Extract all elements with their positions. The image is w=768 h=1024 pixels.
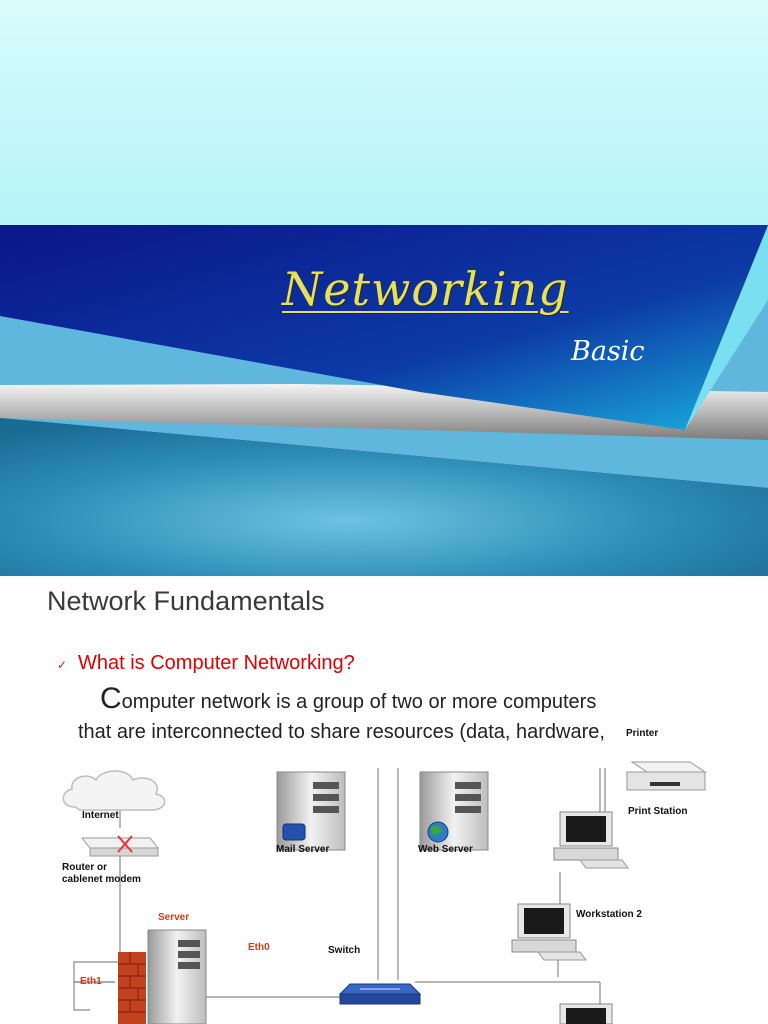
server-label: Server bbox=[158, 912, 190, 923]
slide-subtitle: Basic bbox=[571, 336, 645, 367]
eth1-label: Eth1 bbox=[80, 976, 102, 987]
print-station-computer-icon bbox=[553, 811, 629, 869]
slide-heading: Network Fundamentals bbox=[47, 586, 325, 616]
checkmark-icon: ✓ bbox=[57, 658, 68, 672]
workstation-2-label: Workstation 2 bbox=[576, 909, 642, 920]
workstation-2-computer-icon bbox=[511, 903, 587, 961]
title-slide: Networking Basic bbox=[0, 0, 768, 576]
content-slide: Network Fundamentals ✓ What is Computer … bbox=[0, 576, 768, 1024]
workstation-3-computer-icon bbox=[559, 1003, 613, 1024]
slide-background bbox=[0, 0, 768, 576]
printer-label: Printer bbox=[626, 728, 659, 739]
web-server-icon bbox=[419, 771, 489, 851]
mail-server-icon bbox=[276, 771, 346, 851]
paragraph-line-2: that are interconnected to share resourc… bbox=[78, 721, 605, 743]
mail-server-label: Mail Server bbox=[276, 844, 330, 855]
definition-paragraph: Computer network is a group of two or mo… bbox=[78, 684, 738, 747]
switch-label: Switch bbox=[328, 945, 361, 956]
paragraph-line-1: omputer network is a group of two or mor… bbox=[121, 691, 597, 713]
network-diagram: Internet Router or cablenet modem Server… bbox=[0, 728, 768, 1024]
slide-title: Networking bbox=[282, 262, 569, 316]
bullet-question: What is Computer Networking? bbox=[78, 652, 355, 674]
router-icon bbox=[80, 835, 160, 857]
internet-cloud-icon bbox=[62, 770, 166, 811]
router-label-line1: Router or bbox=[62, 862, 107, 873]
print-station-label: Print Station bbox=[628, 806, 688, 817]
switch-icon bbox=[338, 983, 422, 1005]
web-server-label: Web Server bbox=[418, 844, 473, 855]
printer-icon bbox=[626, 761, 707, 791]
drop-letter: C bbox=[100, 682, 122, 715]
server-icon bbox=[118, 929, 207, 1024]
eth0-label: Eth0 bbox=[248, 942, 270, 953]
router-label-line2: cablenet modem bbox=[62, 874, 141, 885]
internet-label: Internet bbox=[82, 810, 119, 821]
